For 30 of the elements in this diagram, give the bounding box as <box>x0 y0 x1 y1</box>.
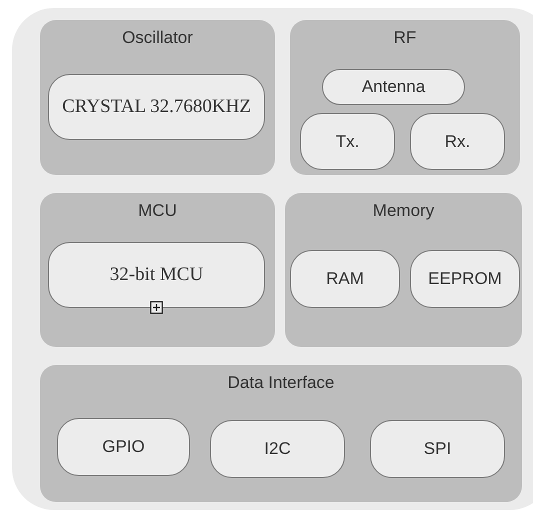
component-label: I2C <box>264 439 291 459</box>
component-label: 32-bit MCU <box>110 264 204 286</box>
panel-title: Memory <box>372 201 436 221</box>
panel-title: MCU <box>137 201 178 221</box>
component-box <box>290 250 400 308</box>
component-box <box>210 420 345 478</box>
component-box <box>48 242 265 308</box>
group-panel <box>290 20 520 175</box>
component-label: EEPROM <box>428 269 502 289</box>
component-box <box>57 418 190 476</box>
component-label: Rx. <box>444 132 470 152</box>
component-label: SPI <box>424 439 452 459</box>
component-label: RAM <box>326 269 364 289</box>
component-box <box>370 420 505 478</box>
group-panel <box>40 193 275 347</box>
panel-title: Data Interface <box>226 373 336 393</box>
component-label: CRYSTAL 32.7680KHZ <box>62 96 251 118</box>
panel-title: Oscillator <box>121 28 194 48</box>
component-label: Antenna <box>362 77 426 97</box>
component-box <box>300 113 395 170</box>
group-panel <box>285 193 522 347</box>
component-label: Tx. <box>336 132 360 152</box>
component-label: GPIO <box>102 437 145 457</box>
group-panel <box>40 365 522 502</box>
component-box <box>410 113 505 170</box>
panel-title: RF <box>392 28 418 48</box>
component-box <box>48 74 265 140</box>
component-box <box>410 250 520 308</box>
group-panel <box>40 20 275 175</box>
component-box <box>322 69 465 105</box>
